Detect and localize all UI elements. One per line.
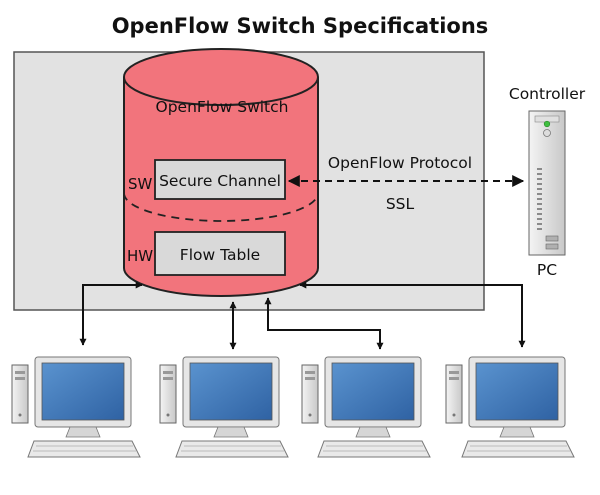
- sw-label: SW: [128, 175, 153, 193]
- protocol-label: OpenFlow Protocol: [328, 154, 472, 172]
- host-4-desktop-computer-icon: [445, 356, 575, 458]
- flow-table-box: [154, 231, 286, 276]
- flow-table-label: Flow Table: [180, 246, 260, 264]
- host-4-link: [299, 281, 526, 348]
- pc-label: PC: [537, 261, 557, 279]
- diagram-title: OpenFlow Switch Specifications: [112, 14, 489, 38]
- host-1-link: [79, 281, 143, 346]
- host-1-desktop-computer-icon: [11, 356, 141, 458]
- controller-label: Controller: [509, 85, 586, 103]
- host-connections: [79, 281, 526, 350]
- secure-channel-box: [154, 159, 286, 200]
- switch-label: OpenFlow Switch: [156, 98, 289, 116]
- host-2-desktop-computer-icon: [159, 356, 289, 458]
- secure-channel-label: Secure Channel: [159, 172, 281, 190]
- transport-label: SSL: [386, 195, 415, 213]
- host-3-desktop-computer-icon: [301, 356, 431, 458]
- hw-label: HW: [127, 247, 153, 265]
- controller-server-icon: [528, 110, 566, 256]
